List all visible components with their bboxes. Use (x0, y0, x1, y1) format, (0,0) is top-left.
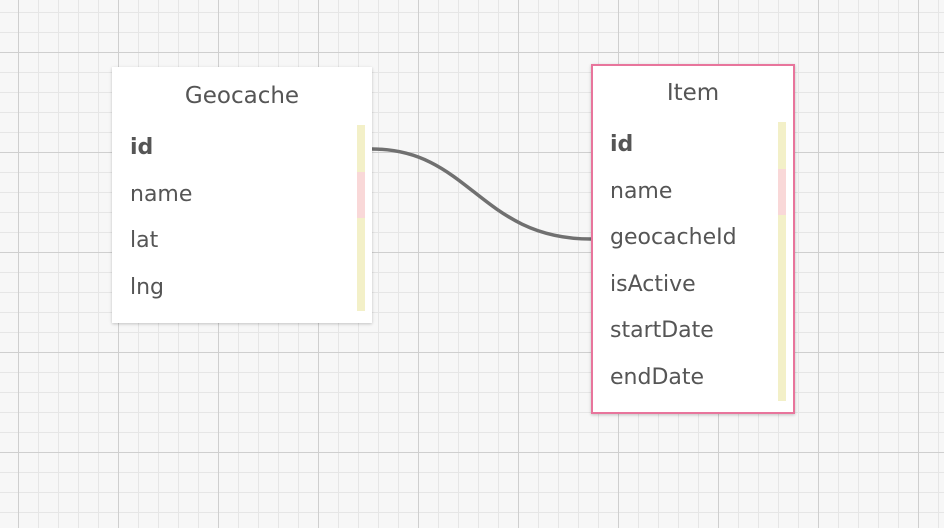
field-indicator-bar (778, 122, 786, 169)
geocache-field-id[interactable]: id (112, 125, 372, 172)
geocache-field-name[interactable]: name (112, 171, 372, 218)
field-indicator-bar (357, 171, 365, 218)
field-label: lng (130, 274, 165, 300)
field-indicator-bar (778, 215, 786, 262)
item-table-title[interactable]: Item (666, 80, 720, 106)
field-label: isActive (610, 271, 696, 297)
item-field-startdate[interactable]: startDate (593, 308, 793, 355)
item-field-geocacheid[interactable]: geocacheId (593, 215, 793, 262)
field-label: startDate (610, 318, 714, 343)
field-label: lat (130, 228, 159, 253)
geocache-table-title[interactable]: Geocache (184, 83, 300, 109)
geocache-field-lat[interactable]: lat (112, 218, 372, 265)
field-indicator-bar (778, 168, 786, 215)
field-label: name (610, 178, 673, 204)
field-label: id (130, 135, 154, 160)
field-indicator-bar (778, 354, 786, 401)
field-indicator-bar (357, 125, 365, 172)
field-indicator-bar (357, 218, 365, 265)
field-label: id (610, 132, 634, 157)
relation-geocache-id-to-item-geocacheid[interactable] (371, 147, 592, 241)
field-indicator-bar (778, 308, 786, 355)
field-indicator-bar (778, 261, 786, 308)
field-label: endDate (610, 364, 705, 390)
item-field-id[interactable]: id (593, 122, 793, 169)
item-table[interactable]: Item id name geocacheId isActive startDa… (591, 64, 795, 414)
item-field-isactive[interactable]: isActive (593, 261, 793, 308)
field-label: geocacheId (610, 225, 737, 250)
geocache-table[interactable]: Geocache id name lat lng (112, 67, 372, 323)
geocache-field-lng[interactable]: lng (112, 264, 372, 311)
field-indicator-bar (357, 264, 365, 311)
item-field-enddate[interactable]: endDate (593, 354, 793, 401)
item-field-name[interactable]: name (593, 168, 793, 215)
field-label: name (130, 181, 193, 207)
